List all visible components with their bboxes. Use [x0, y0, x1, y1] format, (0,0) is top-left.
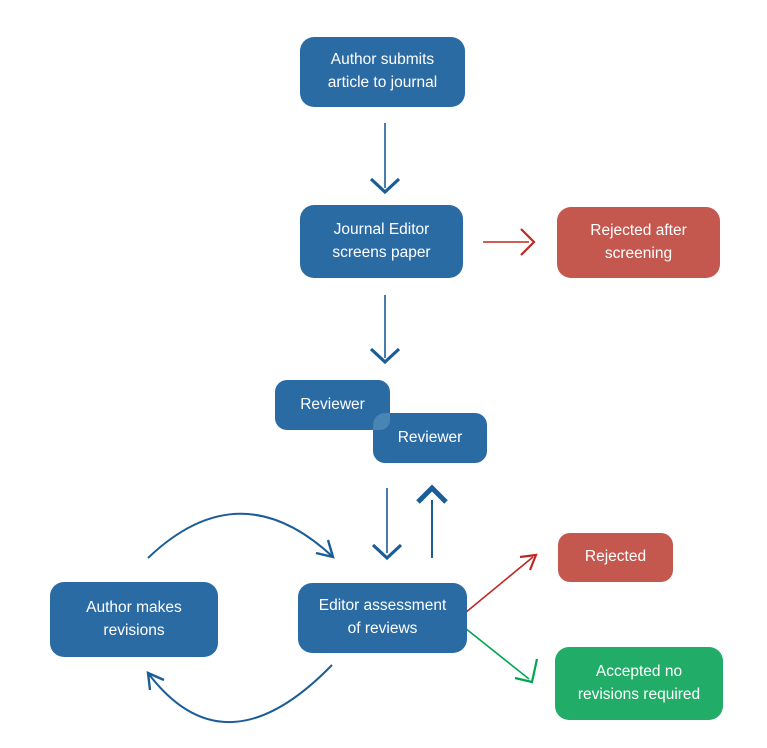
arrow-assessment-to-reviewers	[416, 484, 448, 558]
node-rejected-label: Rejected	[584, 548, 647, 566]
node-reviewer-2: Reviewer	[373, 413, 487, 463]
node-author-submits: Author submits article to journal	[300, 37, 465, 107]
node-journal-editor: Journal Editor screens paper	[300, 205, 463, 278]
arrow-submit-to-editor	[369, 123, 401, 195]
node-journal-editor-label: Journal Editor screens paper	[332, 220, 431, 261]
node-accepted: Accepted no revisions required	[555, 647, 723, 720]
node-accepted-label: Accepted no revisions required	[577, 662, 701, 703]
node-rejected-after-screening-label: Rejected after screening	[590, 221, 687, 262]
node-reviewer-2-label: Reviewer	[397, 428, 463, 446]
node-author-revisions-label: Author makes revisions	[86, 598, 182, 639]
arrow-editor-to-reviewers	[369, 295, 401, 365]
arrow-reviewers-to-assessment	[371, 488, 403, 561]
node-editor-assessment: Editor assessment of reviews	[298, 583, 467, 653]
arrow-revisions-to-assessment-arc	[147, 512, 335, 559]
node-reviewer-1: Reviewer	[275, 380, 390, 430]
node-rejected: Rejected	[558, 533, 673, 582]
arrow-assessment-to-revisions-arc	[146, 664, 333, 723]
node-rejected-after-screening: Rejected after screening	[557, 207, 720, 278]
arrow-assessment-to-rejected	[464, 553, 538, 614]
node-author-revisions: Author makes revisions	[50, 582, 218, 657]
arrow-editor-to-rejected-screening	[483, 228, 536, 256]
reviewer-overlap-highlight	[373, 413, 390, 430]
arrow-assessment-to-accepted	[464, 627, 539, 684]
node-author-submits-label: Author submits article to journal	[327, 51, 438, 91]
node-reviewer-1-label: Reviewer	[300, 395, 365, 413]
node-editor-assessment-label: Editor assessment of reviews	[318, 597, 447, 637]
